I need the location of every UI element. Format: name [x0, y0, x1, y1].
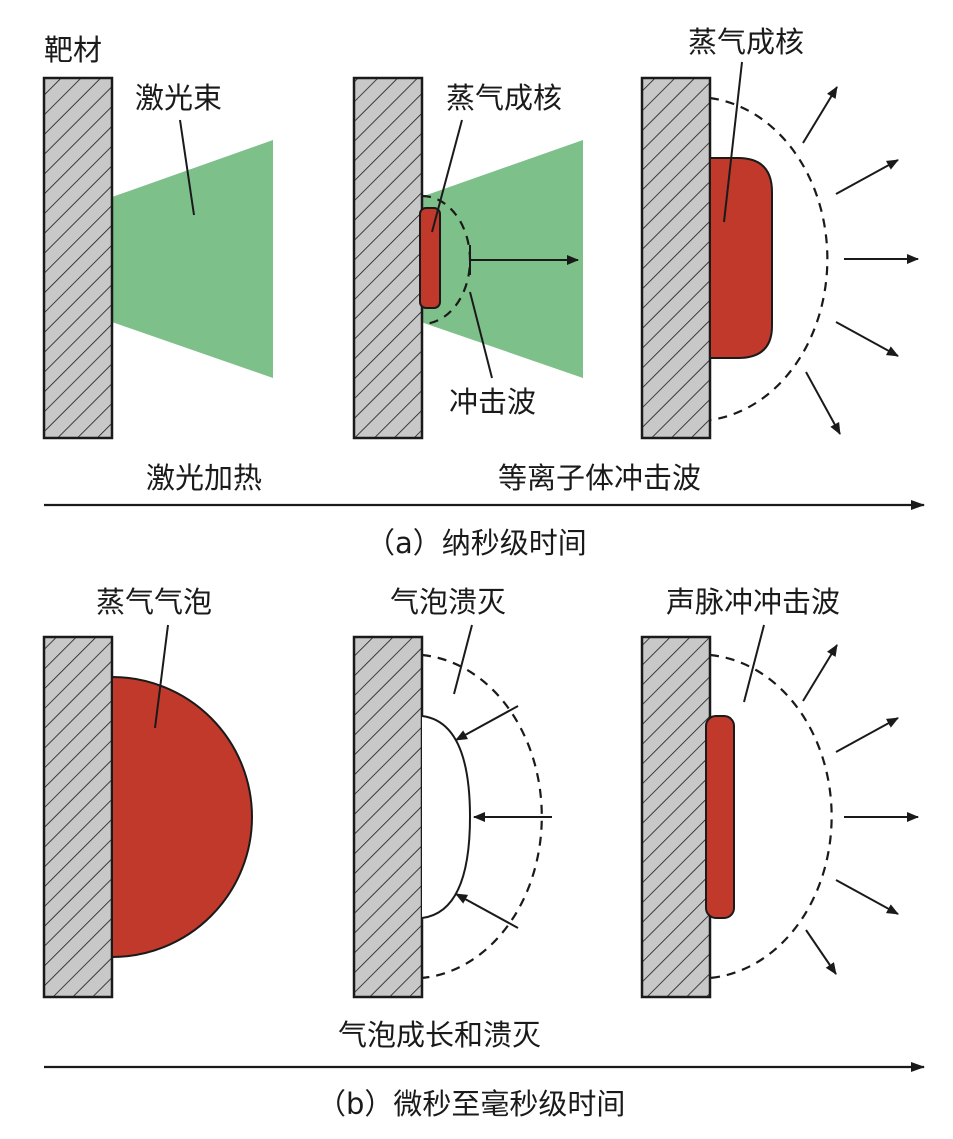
- shock-wave-a3: [709, 96, 829, 422]
- shock-wave-label-a2: 冲击波: [449, 385, 536, 419]
- target-b3: [640, 635, 712, 999]
- vapor-nucleus-a3: [709, 157, 773, 359]
- target-a3: [640, 76, 712, 440]
- panel-a3: 蒸气成核: [640, 25, 919, 440]
- shock-arrow-a3-2: [835, 159, 899, 195]
- panel-a2: 蒸气成核 冲击波: [352, 76, 583, 440]
- acoustic-arrow-5: [805, 929, 837, 975]
- vapor-nucleus-label-a2: 蒸气成核: [446, 81, 562, 115]
- shock-arrow-a3-4: [835, 321, 899, 357]
- collapse-arrow-3: [455, 893, 519, 929]
- target-a1: [42, 76, 114, 440]
- vapor-nucleus-label-a3: 蒸气成核: [688, 25, 804, 59]
- bubble-collapse-label: 气泡溃灭: [390, 585, 506, 619]
- acoustic-leader: [743, 624, 765, 703]
- acoustic-shock-label: 声脉冲冲击波: [666, 585, 840, 619]
- panel-b1: 蒸气气泡: [42, 585, 253, 999]
- target-b1: [42, 635, 114, 999]
- target-label: 靶材: [44, 33, 102, 67]
- caption-b: （b）微秒至毫秒级时间: [317, 1087, 625, 1121]
- target-a2: [352, 76, 424, 440]
- caption-a: （a）纳秒级时间: [366, 526, 587, 560]
- vapor-bubble-label: 蒸气气泡: [96, 585, 212, 619]
- laser-beam: [112, 140, 273, 378]
- stage-plasma-shock: 等离子体冲击波: [498, 461, 701, 495]
- residual-bubble: [705, 715, 735, 919]
- vapor-leader-a2: [431, 119, 463, 233]
- vapor-leader-a3: [723, 61, 743, 223]
- panel-b3: 声脉冲冲击波: [640, 585, 919, 999]
- shock-arrow-a3-5: [805, 371, 841, 435]
- vapor-nucleus-a2: [419, 207, 441, 309]
- laser-beam-label: 激光束: [135, 81, 222, 115]
- acoustic-arrow-2: [835, 717, 899, 753]
- collapse-leader: [453, 624, 473, 695]
- stage-bubble-growth: 气泡成长和溃灭: [338, 1018, 541, 1052]
- vapor-bubble: [111, 675, 253, 959]
- stage-laser-heating: 激光加热: [146, 461, 262, 495]
- target-b2: [352, 635, 424, 999]
- shock-leader-a2: [469, 291, 493, 379]
- laser-beam-leader: [179, 119, 195, 216]
- collapsing-bubble: [421, 715, 472, 919]
- shock-arrow-a3-1: [802, 86, 838, 144]
- collapse-arrow-1: [455, 705, 519, 741]
- panel-b2: 气泡溃灭: [352, 585, 552, 999]
- acoustic-arrow-4: [835, 879, 899, 915]
- timeline-b: 气泡成长和溃灭 （b）微秒至毫秒级时间: [44, 1018, 925, 1121]
- acoustic-arrow-1: [802, 644, 838, 702]
- panel-a1: 靶材 激光束: [42, 33, 273, 440]
- timeline-a: 激光加热 等离子体冲击波 （a）纳秒级时间: [44, 461, 925, 560]
- bubble-leader: [154, 624, 169, 729]
